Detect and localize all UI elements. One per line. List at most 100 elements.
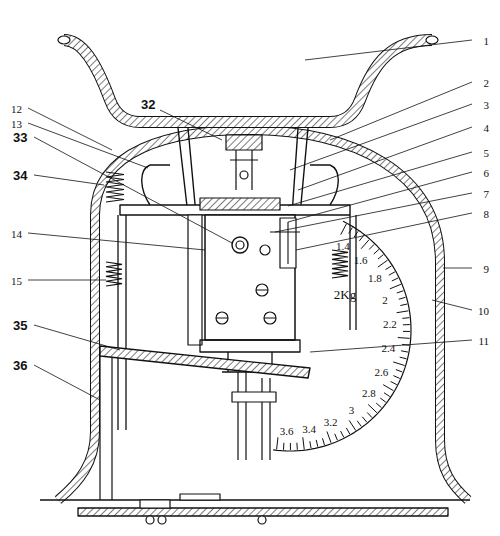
label-text: 3	[483, 99, 491, 111]
dial-tick	[389, 272, 395, 275]
dial-tick	[327, 431, 331, 442]
dial-tick	[335, 434, 338, 440]
label-text: 36	[12, 358, 28, 373]
scale-reading: 2.8	[361, 383, 377, 401]
label-text: 11	[477, 335, 490, 347]
dial-tick	[283, 443, 284, 450]
label-text: 3.4	[301, 423, 317, 435]
callout-number: 6	[483, 163, 491, 181]
label-text: 2.4	[381, 342, 397, 354]
dial-tick	[397, 291, 404, 293]
callout-number: 8	[483, 204, 491, 222]
dial-tick	[296, 443, 297, 450]
dial-tick	[402, 344, 409, 346]
dial-tick	[393, 376, 399, 379]
label-text: 1	[483, 35, 491, 47]
scale-reading: 1.6	[353, 250, 369, 268]
label-text: 10	[477, 305, 490, 317]
callout-number: 14	[10, 224, 23, 242]
dial-tick	[383, 385, 393, 391]
callout-number: 36	[12, 356, 28, 374]
scale-reading: 1.4	[335, 236, 351, 254]
label-text: 14	[10, 228, 23, 240]
dial-tick	[359, 235, 363, 241]
label-text: 3.6	[279, 425, 295, 437]
callout-number: 34	[12, 166, 28, 184]
spring	[106, 262, 122, 286]
dial-tick	[354, 231, 358, 237]
dial-tick	[400, 304, 407, 306]
label-text: 3	[348, 404, 356, 416]
dial-tick	[341, 431, 344, 437]
dial-tick	[346, 428, 349, 434]
spring-coils	[106, 172, 348, 286]
label-text: 4	[483, 122, 491, 134]
callout-number: 15	[10, 271, 23, 289]
dial-tick	[374, 249, 379, 254]
callout-number: 10	[477, 301, 490, 319]
label-text: 2Kg	[333, 287, 357, 302]
dial-tick	[400, 357, 407, 359]
dial-tick	[310, 441, 311, 448]
dial-tick	[349, 420, 356, 430]
dial-tick	[368, 404, 377, 412]
label-text: 33	[12, 130, 28, 145]
dial-arc	[273, 221, 411, 451]
callout-number: 33	[12, 128, 28, 146]
label-text: 12	[10, 103, 23, 115]
dial-ticks	[277, 224, 410, 450]
dial-tick	[392, 278, 398, 281]
dial-tick	[376, 403, 381, 408]
dial-tick	[386, 266, 392, 270]
label-text: 1.8	[367, 272, 383, 284]
dial-tick	[396, 370, 403, 372]
scale-reading: 2.6	[373, 362, 389, 380]
callout-number: 7	[483, 184, 491, 202]
dial-tick	[378, 260, 388, 267]
dial-tick	[303, 437, 304, 449]
callout-number: 2	[483, 73, 491, 91]
scale-reading: 1.8	[367, 268, 383, 286]
scale-reading: 2.2	[382, 314, 398, 332]
label-text: 1.4	[335, 240, 351, 252]
scale-reading: 2	[381, 290, 389, 308]
label-text: 2	[483, 77, 491, 89]
spring	[106, 172, 124, 202]
dial-tick	[369, 244, 374, 249]
callout-number: 12	[10, 99, 23, 117]
label-text: 2.2	[382, 318, 398, 330]
dial-tick	[322, 438, 324, 445]
scale-reading: 3.2	[323, 412, 339, 430]
scale-reading: 3.6	[279, 421, 295, 439]
dial-tick	[402, 317, 409, 319]
dial-tick	[341, 224, 347, 235]
label-text: 7	[483, 188, 491, 200]
label-text: 15	[10, 275, 23, 287]
dial-tick	[316, 440, 318, 447]
callout-number: 32	[140, 95, 156, 113]
dial-tick	[397, 311, 409, 313]
dial-tick	[384, 393, 390, 397]
dial-tick	[403, 324, 410, 325]
label-text: 32	[140, 97, 156, 112]
label-text: 34	[12, 168, 28, 183]
scale-reading: 3	[348, 400, 356, 418]
dial-tick	[398, 337, 410, 339]
scale-reading: 2Kg	[333, 285, 357, 303]
dial-tick	[361, 240, 369, 249]
dial-tick	[367, 413, 372, 418]
dial-tick	[399, 297, 406, 299]
dial-tick	[380, 398, 386, 402]
callout-number: 1	[483, 31, 491, 49]
label-text: 5	[483, 147, 491, 159]
spring	[332, 250, 348, 278]
callout-number: 4	[483, 118, 491, 136]
dial-tick	[391, 381, 397, 384]
callout-number: 3	[483, 95, 491, 113]
label-text: 1.6	[353, 254, 369, 266]
dial-tick	[277, 437, 278, 449]
dial-tick	[393, 362, 404, 366]
callout-number: 5	[483, 143, 491, 161]
scale-reading: 2.4	[381, 338, 397, 356]
